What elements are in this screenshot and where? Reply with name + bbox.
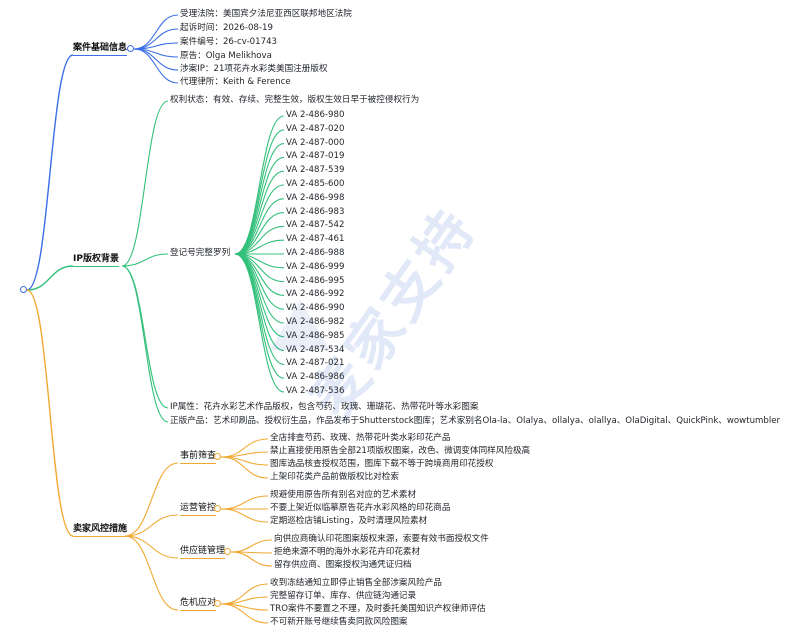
registration-number: VA 2-486-999: [286, 261, 345, 272]
risk-control-title[interactable]: 卖家风控措施: [73, 524, 128, 537]
registration-number: VA 2-486-980: [286, 110, 345, 120]
risk-item: 全店排查芍药、玫瑰、热带花叶类水彩印花产品: [270, 433, 451, 443]
registration-number: VA 2-486-998: [286, 192, 345, 203]
connector-line: [234, 156, 285, 255]
connector-line: [220, 508, 269, 523]
ip-attribute: IP属性：花卉水彩艺术作品版权，包含芍药、玫瑰、珊瑚花、热带花叶等水彩图案: [170, 402, 479, 412]
registration-number: VA 2-487-021: [286, 358, 345, 369]
group-node-dot: [214, 600, 221, 607]
risk-item: 拒绝来源不明的海外水彩花卉印花素材: [274, 547, 421, 557]
case-info-item: 原告：Olga Melikhova: [180, 51, 272, 61]
connector-line: [133, 48, 179, 84]
registration-number: VA 2-486-986: [286, 372, 345, 383]
risk-item: TRO案件不要置之不理，及时委托美国知识产权律师评估: [270, 604, 486, 614]
risk-item: 向供应商确认印花图案版权来源，索要有效书面授权文件: [274, 534, 489, 544]
connector-line: [234, 184, 285, 255]
registration-number: VA 2-486-992: [286, 289, 345, 300]
group-crisis-response[interactable]: 危机应对: [180, 598, 217, 611]
registration-number: VA 2-486-985: [286, 330, 345, 341]
group-supply-chain[interactable]: 供应链管理: [180, 546, 226, 559]
connector-line: [220, 456, 269, 479]
registration-number: VA 2-487-019: [286, 151, 345, 162]
connector-line: [121, 100, 169, 267]
risk-item: 规避使用原告所有别名对应的艺术素材: [270, 490, 417, 500]
connector-line: [124, 462, 179, 537]
registration-number: VA 2-487-461: [286, 234, 345, 245]
registration-number: VA 2-486-995: [286, 275, 345, 286]
registration-number: VA 2-487-539: [286, 165, 345, 176]
registration-number: VA 2-487-542: [286, 220, 345, 231]
connector-line: [26, 289, 74, 537]
case-info-node-dot: [127, 45, 134, 52]
connector-line: [124, 535, 179, 559]
rights-status: 权利状态：有效、存续、完整生效，版权生效日早于被控侵权行为: [170, 95, 420, 105]
case-info-item: 起诉时间：2026-08-19: [180, 23, 273, 33]
risk-item: 上架印花类产品前做版权比对检索: [270, 472, 399, 482]
connector-line: [124, 514, 179, 537]
case-info-item: 受理法院：美国宾夕法尼亚西区联邦地区法院: [180, 9, 352, 19]
connector-line: [230, 539, 273, 553]
group-node-dot: [214, 505, 221, 512]
connector-line: [124, 535, 179, 611]
connector-line: [234, 253, 285, 379]
group-node-dot: [214, 453, 221, 460]
ip-background-title[interactable]: IP版权背景: [73, 254, 119, 267]
registration-number: VA 2-486-988: [286, 248, 345, 258]
connector-line: [234, 143, 285, 255]
root-node[interactable]: [20, 286, 27, 293]
connector-line: [121, 253, 169, 267]
registrations-label: 登记号完整罗列: [170, 248, 231, 258]
risk-item: 图库选品核查授权范围，图库下载不等于跨境商用印花授权: [270, 459, 494, 469]
risk-item: 留存供应商、图案授权沟通凭证归档: [274, 560, 412, 570]
connector-line: [220, 451, 269, 458]
connector-line: [121, 265, 169, 409]
risk-item: 定期巡检店铺Listing，及时清理风险素材: [270, 516, 428, 526]
genuine-products: 正版产品：艺术印刷品、授权衍生品，作品发布于Shutterstock图库；艺术家…: [170, 416, 781, 426]
registration-number: VA 2-487-000: [286, 137, 345, 148]
case-info-item: 案件编号：26-cv-01743: [180, 37, 278, 47]
registration-number: VA 2-487-536: [286, 386, 345, 396]
connector-line: [234, 253, 285, 393]
registration-number: VA 2-487-020: [286, 123, 345, 134]
connector-line: [220, 603, 269, 624]
connector-line: [26, 54, 74, 291]
connector-line: [234, 253, 285, 324]
risk-item: 不可新开账号继续售卖同款风险图案: [270, 617, 408, 627]
connector-line: [220, 495, 269, 510]
risk-item: 收到冻结通知立即停止销售全部涉案风险产品: [270, 578, 442, 588]
connector-line: [234, 170, 285, 255]
case-info-title[interactable]: 案件基础信息: [73, 43, 128, 56]
group-operations[interactable]: 运营管控: [180, 503, 217, 516]
connector-line: [121, 265, 169, 423]
registration-number: VA 2-486-983: [286, 206, 345, 217]
case-info-item: 涉案IP：21项花卉水彩类美国注册版权: [180, 64, 328, 74]
group-pre-screening[interactable]: 事前筛查: [180, 451, 217, 464]
registration-number: VA 2-486-990: [286, 303, 345, 314]
registration-number: VA 2-487-534: [286, 344, 345, 355]
registration-number: VA 2-486-982: [286, 317, 345, 327]
risk-item: 完整留存订单、库存、供应链沟通记录: [270, 591, 417, 601]
risk-item: 禁止直接使用原告全部21项版权图案，改色、微调变体同样风险极高: [270, 446, 531, 456]
risk-item: 不要上架近似临摹原告花卉水彩风格的印花商品: [270, 503, 451, 513]
group-node-dot: [224, 548, 231, 555]
registration-number: VA 2-485-600: [286, 179, 345, 189]
connector-line: [26, 265, 74, 291]
case-info-item: 代理律所：Keith & Ference: [180, 77, 291, 87]
connector-line: [230, 551, 273, 567]
connector-line: [234, 129, 285, 255]
connector-line: [133, 14, 179, 50]
